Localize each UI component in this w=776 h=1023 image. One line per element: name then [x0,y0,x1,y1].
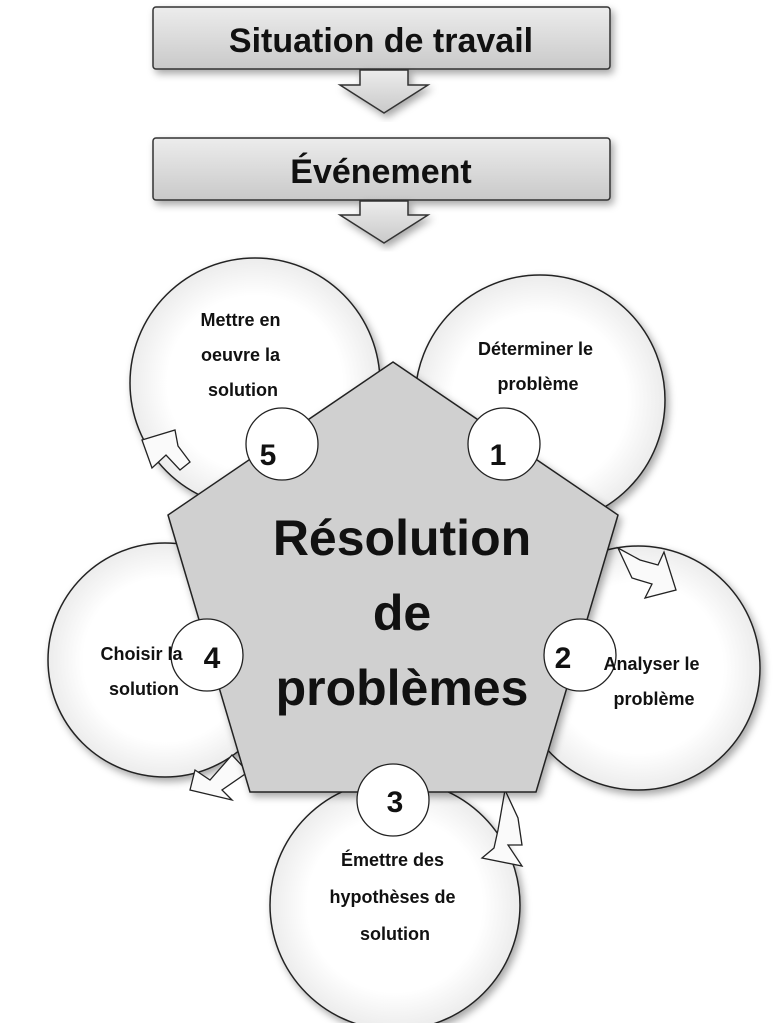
stage-3-number: 3 [387,786,404,819]
situation-box [152,6,611,70]
down-arrow-icon [337,69,431,114]
stage-1-number: 1 [490,439,507,472]
stage-4-number: 4 [204,642,221,675]
puzzle-notches [170,407,617,837]
center-title-line1: Résolution [273,510,531,566]
down-arrow-icon [337,200,431,244]
stage-5-number: 5 [260,439,277,472]
center-title-line3: problèmes [276,660,529,716]
cycle-arrow-icon [141,429,191,471]
event-label: Événement [290,153,471,191]
center-title-line2: de [373,585,431,641]
situation-label: Situation de travail [229,22,533,60]
stage-4-label: Choisir la solution [100,644,187,699]
stage-1-label: Déterminer le problème [478,339,598,394]
stage-2-number: 2 [555,642,572,675]
stage-2-label: Analyser le problème [603,654,704,709]
cycle-arrow-icon [616,546,677,599]
stage-3-label: Émettre des hypothèses de solution [329,849,460,944]
cycle-arrow-icon [189,754,249,802]
event-box [152,137,611,201]
stage-5-label: Mettre en oeuvre la solution [200,310,285,400]
cycle-arrow-icon [480,787,524,867]
